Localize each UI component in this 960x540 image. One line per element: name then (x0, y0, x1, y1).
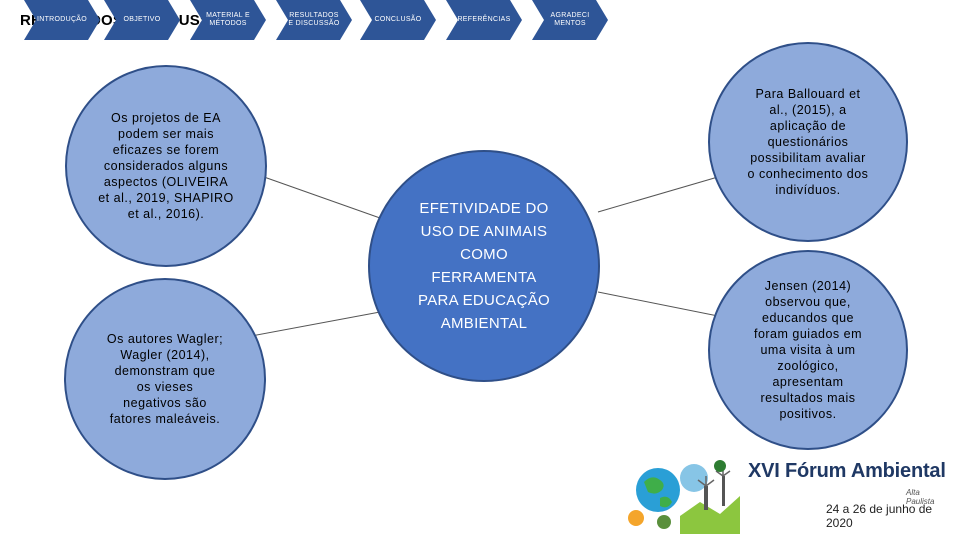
event-subtitle: Alta Paulista (906, 488, 935, 506)
text-line: negativos são (123, 396, 207, 410)
event-title: XVI Fórum Ambiental (748, 460, 946, 482)
text-line: demonstram que (114, 364, 216, 378)
circle-bottom-left: Os autores Wagler; Wagler (2014), demons… (64, 278, 266, 480)
nav-conclusao-button[interactable]: CONCLUSÃO (360, 0, 436, 40)
circle-top-left-text: Os projetos de EA podem ser mais eficaze… (98, 110, 234, 222)
text-line: aplicação de (769, 119, 847, 133)
nav-label: CONCLUSÃO (374, 16, 422, 23)
nav-label: AGRADECI MENTOS (550, 12, 590, 27)
text-line: EFETIVIDADE DO (419, 200, 549, 217)
connector-bottom-right (597, 291, 729, 319)
text-line: eficazes se forem (112, 143, 220, 157)
circle-top-right: Para Ballouard et al., (2015), a aplicaç… (708, 42, 908, 242)
text-line: AMBIENTAL (440, 315, 528, 332)
circle-top-right-text: Para Ballouard et al., (2015), a aplicaç… (748, 86, 869, 198)
text-line: possibilitam avaliar (750, 151, 866, 165)
globe-illustration-icon (628, 460, 740, 534)
text-line: et al., 2019, SHAPIRO (98, 191, 234, 205)
circle-bottom-left-text: Os autores Wagler; Wagler (2014), demons… (107, 331, 223, 427)
text-line: apresentam (772, 375, 844, 389)
text-line: et al., 2016). (127, 207, 205, 221)
nav-resultados-discussao-button[interactable]: RESULTADOS E DISCUSSÃO (276, 0, 352, 40)
text-line: positivos. (779, 407, 837, 421)
text-line: questionários (767, 135, 849, 149)
circle-top-left: Os projetos de EA podem ser mais eficaze… (65, 65, 267, 267)
text-line: considerados alguns (103, 159, 229, 173)
text-line: al., (2015), a (769, 103, 847, 117)
nav-material-metodos-button[interactable]: MATERIAL E MÉTODOS (190, 0, 266, 40)
chevron-shape (532, 0, 608, 40)
circle-bottom-right: Jensen (2014) observou que, educandos qu… (708, 250, 908, 450)
text-line: aspectos (OLIVEIRA (103, 175, 229, 189)
chevron-shape (190, 0, 266, 40)
text-line: COMO (460, 246, 508, 263)
nav-introducao-button[interactable]: INTRODUÇÃO (24, 0, 100, 40)
text-line: uma visita à um (760, 343, 856, 357)
text-line: resultados mais (760, 391, 856, 405)
nav-label: OBJETIVO (123, 16, 161, 23)
center-circle: EFETIVIDADE DO USO DE ANIMAIS COMO FERRA… (368, 150, 600, 382)
chevron-shape (360, 0, 436, 40)
text-line: USO DE ANIMAIS (420, 223, 548, 240)
text-line: foram guiados em (753, 327, 863, 341)
nav-objetivo-button[interactable]: OBJETIVO (104, 0, 180, 40)
text-line: Jensen (2014) (764, 279, 852, 293)
event-logo: XVI Fórum Ambiental Alta Paulista 24 a 2… (620, 456, 950, 536)
text-line: PARA EDUCAÇÃO (418, 292, 550, 309)
nav-label: RESULTADOS E DISCUSSÃO (288, 12, 340, 27)
center-circle-text: EFETIVIDADE DO USO DE ANIMAIS COMO FERRA… (418, 197, 550, 335)
text-line: Wagler (2014), (120, 348, 210, 362)
text-line: FERRAMENTA (431, 269, 537, 286)
text-line: Para Ballouard et (755, 87, 861, 101)
event-date: 24 a 26 de junho de 2020 (826, 502, 933, 530)
circle-bottom-right-text: Jensen (2014) observou que, educandos qu… (754, 278, 862, 422)
nav-agradecimentos-button[interactable]: AGRADECI MENTOS (532, 0, 608, 40)
chevron-shape (24, 0, 100, 40)
nav-label: INTRODUÇÃO (36, 16, 88, 23)
text-line: zoológico, (777, 359, 839, 373)
chevron-shape (276, 0, 352, 40)
chevron-shape (104, 0, 180, 40)
text-line: o conhecimento dos (747, 167, 869, 181)
text-line: fatores maleáveis. (109, 412, 221, 426)
chevron-shape (446, 0, 522, 40)
text-line: Os projetos de EA (111, 111, 221, 125)
nav-label: REFERÊNCIAS (457, 16, 511, 23)
text-line: indivíduos. (775, 183, 841, 197)
text-line: observou que, (765, 295, 851, 309)
text-line: Os autores Wagler; (106, 332, 224, 346)
connector-top-right (597, 171, 736, 213)
nav-referencias-button[interactable]: REFERÊNCIAS (446, 0, 522, 40)
nav-label: MATERIAL E MÉTODOS (206, 12, 250, 27)
text-line: educandos que (762, 311, 854, 325)
text-line: podem ser mais (118, 127, 214, 141)
text-line: os vieses (136, 380, 194, 394)
connector-top-left (249, 171, 381, 219)
